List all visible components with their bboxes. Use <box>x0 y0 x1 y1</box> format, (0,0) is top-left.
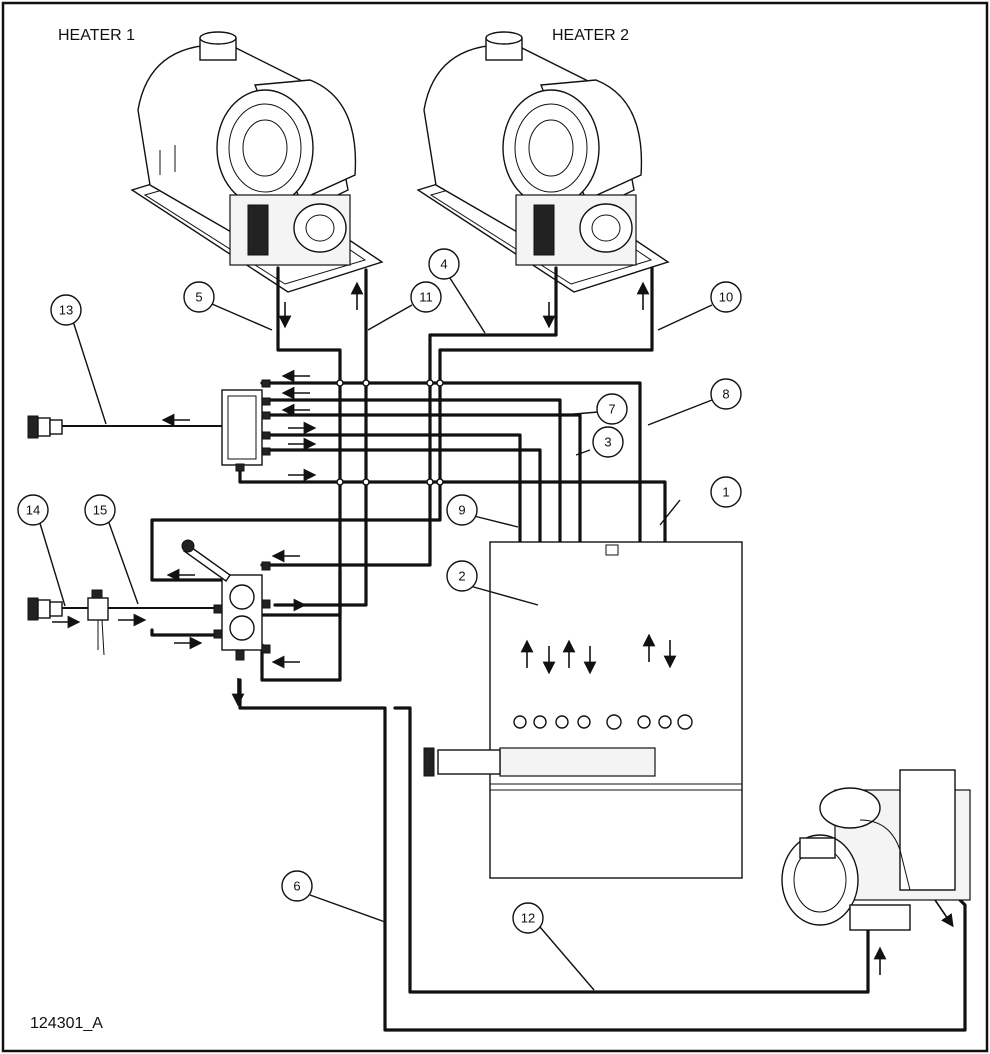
hose-5 <box>260 266 342 617</box>
svg-text:2: 2 <box>458 569 465 584</box>
svg-text:12: 12 <box>521 911 535 926</box>
hose-11 <box>273 268 368 607</box>
heater-2-unit <box>416 31 670 293</box>
inline-switch-15 <box>87 589 109 656</box>
hose-lower-valve <box>150 628 232 637</box>
engine-unit <box>781 769 971 931</box>
callout-8: 8 <box>710 378 742 410</box>
callout-3: 3 <box>592 426 624 458</box>
svg-text:1: 1 <box>722 485 729 500</box>
upper-manifold-block <box>221 379 271 472</box>
callout-14: 14 <box>17 494 49 526</box>
flow-arrows <box>52 281 954 975</box>
svg-text:10: 10 <box>719 290 733 305</box>
drawing-id: 124301_A <box>30 1015 103 1032</box>
callout-5: 5 <box>183 281 215 313</box>
svg-text:9: 9 <box>458 503 465 518</box>
hose-12 <box>393 706 870 994</box>
svg-text:11: 11 <box>419 290 433 305</box>
svg-text:15: 15 <box>93 503 107 518</box>
callout-10: 10 <box>710 281 742 313</box>
callout-15: 15 <box>84 494 116 526</box>
heater-1-label: HEATER 1 <box>58 27 135 44</box>
lower-valve-block <box>181 539 271 661</box>
svg-text:5: 5 <box>195 290 202 305</box>
svg-text:6: 6 <box>293 879 300 894</box>
hose-3 <box>260 433 522 722</box>
hose-6 <box>238 678 967 1032</box>
heater-2-label: HEATER 2 <box>552 27 629 44</box>
svg-text:8: 8 <box>722 387 729 402</box>
svg-text:7: 7 <box>608 402 615 417</box>
callout-leaders <box>38 274 713 991</box>
callout-7: 7 <box>596 393 628 425</box>
callout-1: 1 <box>710 476 742 508</box>
svg-text:14: 14 <box>26 503 40 518</box>
callout-11: 11 <box>410 281 442 313</box>
callout-6: 6 <box>281 870 313 902</box>
plug-14 <box>27 597 63 621</box>
callout-4: 4 <box>428 248 460 280</box>
callout-9: 9 <box>446 494 478 526</box>
svg-text:4: 4 <box>440 257 447 272</box>
callout-12: 12 <box>512 902 544 934</box>
callout-2: 2 <box>446 560 478 592</box>
hose-crossings <box>336 379 444 486</box>
plug-13 <box>27 415 63 439</box>
hose-lower-valve-2 <box>260 568 342 682</box>
callout-13: 13 <box>50 294 82 326</box>
heater-1-unit <box>130 31 384 293</box>
svg-text:13: 13 <box>59 303 73 318</box>
hose-10 <box>150 266 654 582</box>
svg-text:3: 3 <box>604 435 611 450</box>
hose-4 <box>260 266 558 567</box>
control-panel <box>423 541 743 879</box>
